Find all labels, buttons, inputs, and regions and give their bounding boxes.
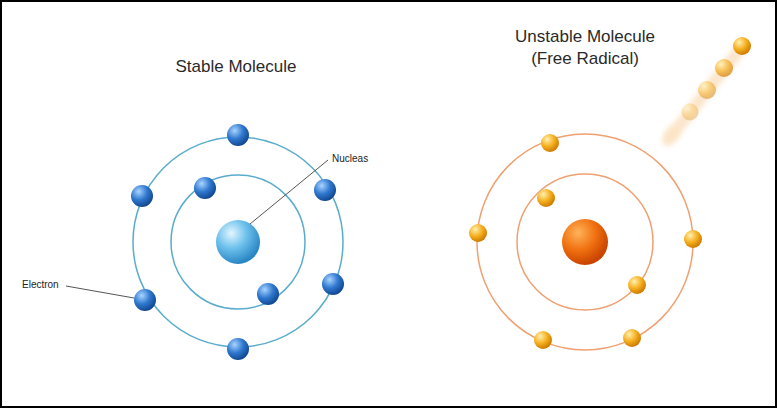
part-label: Nucleas [332, 153, 368, 165]
escaping-electron [664, 37, 751, 142]
atom-title: Stable Molecule [151, 56, 321, 78]
part-label: Electron [22, 279, 59, 291]
stable-atom [131, 124, 344, 360]
unstable-atom [469, 134, 702, 350]
atom-title: Unstable Molecule (Free Radical) [500, 26, 670, 70]
leader-line [66, 286, 134, 298]
leader-line [250, 160, 328, 224]
